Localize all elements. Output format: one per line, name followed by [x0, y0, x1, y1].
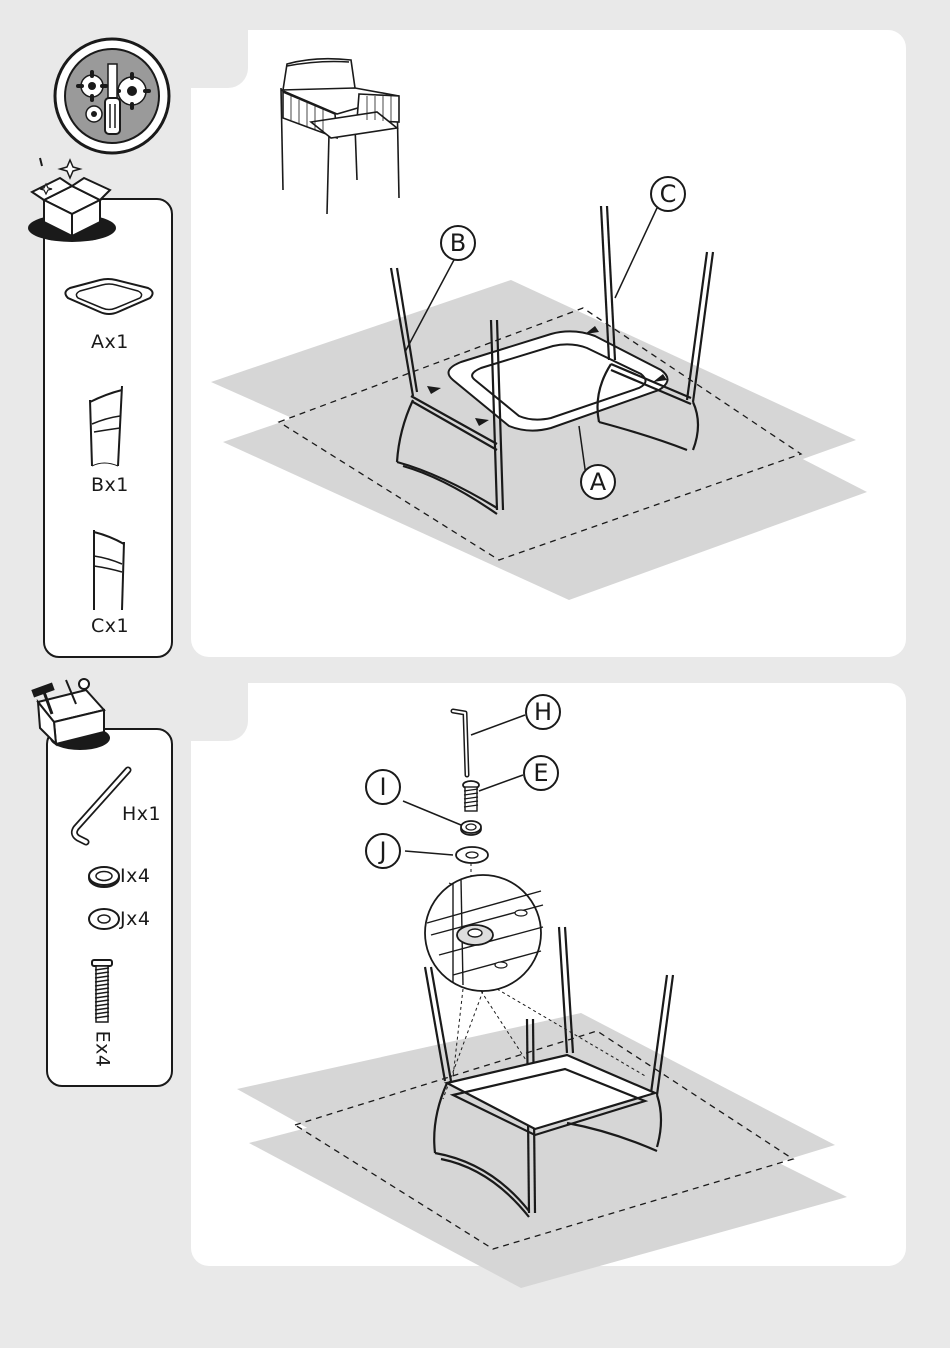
spring-washer-i: [461, 821, 481, 835]
hex-key-h: [453, 711, 467, 775]
callout-j: J: [365, 833, 401, 869]
open-box-icon: [24, 150, 114, 242]
bolt-e-drawing: [90, 958, 114, 1024]
hardware-e-label: Ex4: [91, 1031, 113, 1068]
spring-washer-i-drawing: [86, 864, 122, 890]
part-c-side-frame-drawing: [86, 522, 132, 612]
callout-b: B: [440, 225, 476, 261]
flat-washer-j-drawing: [86, 906, 122, 932]
part-c-label: Cx1: [91, 615, 129, 637]
toolbox-icon: [24, 672, 110, 752]
callout-c: C: [650, 176, 686, 212]
callout-i: I: [365, 769, 401, 805]
finished-chair-thumbnail: [281, 59, 399, 214]
callout-e: E: [523, 755, 559, 791]
part-b-side-frame-drawing: [80, 380, 130, 468]
callout-h: H: [525, 694, 561, 730]
hardware-j-label: Jx4: [120, 908, 150, 930]
part-b-label: Bx1: [91, 474, 129, 496]
hardware-i-label: Ix4: [120, 865, 150, 887]
part-a-frame-drawing: [56, 278, 162, 320]
bolt-e: [463, 781, 479, 811]
tools-gear-icon: [52, 36, 172, 156]
hardware-h-label: Hx1: [122, 803, 161, 825]
part-a-label: Ax1: [91, 331, 129, 353]
step1-assembly-illustration: [191, 30, 906, 657]
detail-magnifier: [425, 875, 543, 991]
callout-a: A: [580, 464, 616, 500]
flat-washer-j: [456, 847, 488, 863]
